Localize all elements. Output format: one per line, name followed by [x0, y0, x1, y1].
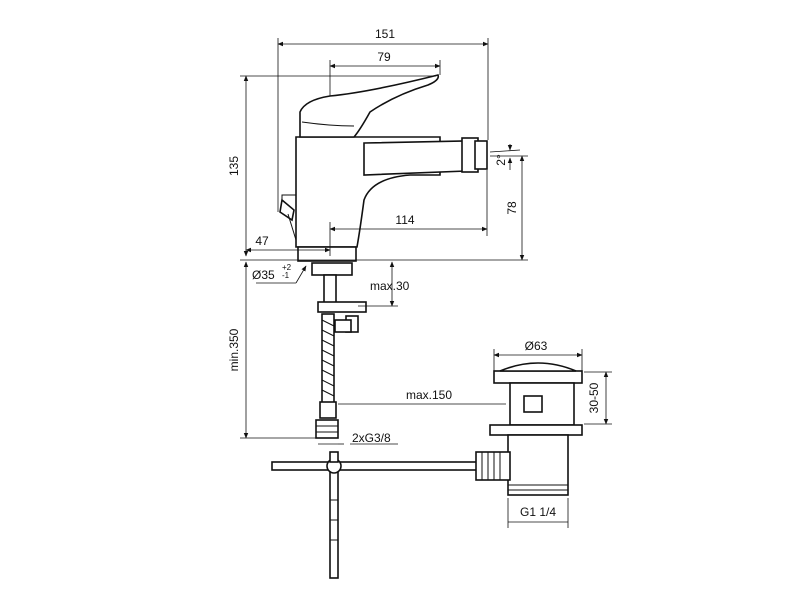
dim-hose-length: min.350: [227, 328, 241, 371]
dim-overall-height: 135: [227, 156, 241, 176]
dim-spout-height: 78: [505, 201, 519, 215]
dim-waste-height: 30-50: [587, 382, 601, 413]
dim-waste-thread: G1 1/4: [520, 505, 556, 519]
dimension-lines: [240, 38, 612, 528]
dim-waste-diameter: Ø63: [525, 339, 548, 353]
dim-base-tol-upper: +2: [282, 263, 292, 272]
dim-offset: 47: [255, 234, 269, 248]
mounting-assembly: [311, 262, 367, 439]
dim-rod-length: max.150: [406, 388, 452, 402]
dim-spout-reach: 114: [395, 213, 414, 227]
dim-lever-length: 79: [377, 50, 391, 64]
dim-total-length: 151: [375, 27, 395, 41]
waste-valve: [475, 362, 583, 496]
dim-base-diameter: Ø35: [252, 268, 275, 282]
dim-connections: 2xG3/8: [352, 431, 391, 445]
mixer-body: [295, 74, 488, 262]
pull-rod: [271, 451, 479, 579]
dim-base-tol-lower: -1: [282, 271, 290, 280]
dim-spout-angle: 2°: [494, 154, 508, 166]
dim-deck-thickness: max.30: [370, 279, 410, 293]
popup-knob: [279, 194, 297, 241]
